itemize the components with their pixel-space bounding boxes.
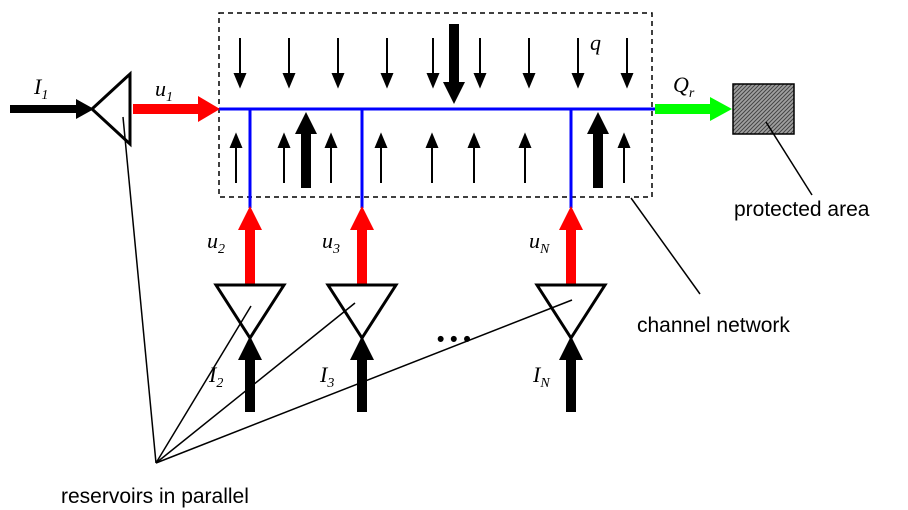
- channel-network-boundary: [218, 12, 653, 198]
- lateral-inflow-arrows-top: [233, 38, 634, 89]
- protected-area-pointer: [765, 121, 813, 196]
- reservoir-2: [213, 283, 287, 341]
- ellipsis-label: • • •: [437, 328, 471, 351]
- reservoir-n-group: [534, 206, 608, 412]
- protected-area-box: [732, 83, 795, 135]
- release-label-1: u1: [155, 76, 173, 105]
- inflow-label-1: I1: [33, 74, 48, 103]
- outflow-label: Qr: [673, 72, 695, 101]
- lateral-inflow-arrows-bottom: [229, 132, 631, 183]
- inflow-label-3: I3: [319, 362, 334, 391]
- reservoir-2-group: [213, 206, 287, 412]
- release-arrow-1: [133, 96, 220, 122]
- reservoir-3-group: [325, 206, 399, 412]
- reservoir-1: [89, 70, 132, 148]
- inflow-label-2: I2: [208, 362, 223, 391]
- release-label-2: u2: [207, 228, 225, 257]
- inflow-label-n: IN: [532, 362, 550, 391]
- main-lateral-inflow-arrow: [443, 24, 465, 104]
- protected-area-label: protected area: [734, 198, 870, 221]
- reservoirs-pointer-lines: [122, 116, 573, 464]
- lateral-inflow-label: q: [590, 30, 601, 55]
- reservoir-3: [325, 283, 399, 341]
- release-label-n: uN: [529, 228, 550, 257]
- channel-network-pointer: [630, 197, 701, 295]
- outflow-arrow: [655, 97, 732, 121]
- reservoirs-label: reservoirs in parallel: [61, 485, 249, 508]
- inflow-arrow-1: [10, 99, 94, 119]
- channel-network-label: channel network: [637, 314, 790, 337]
- release-label-3: u3: [322, 228, 340, 257]
- reservoir-n: [534, 283, 608, 341]
- tributary-inflow-arrows-bold: [295, 112, 609, 188]
